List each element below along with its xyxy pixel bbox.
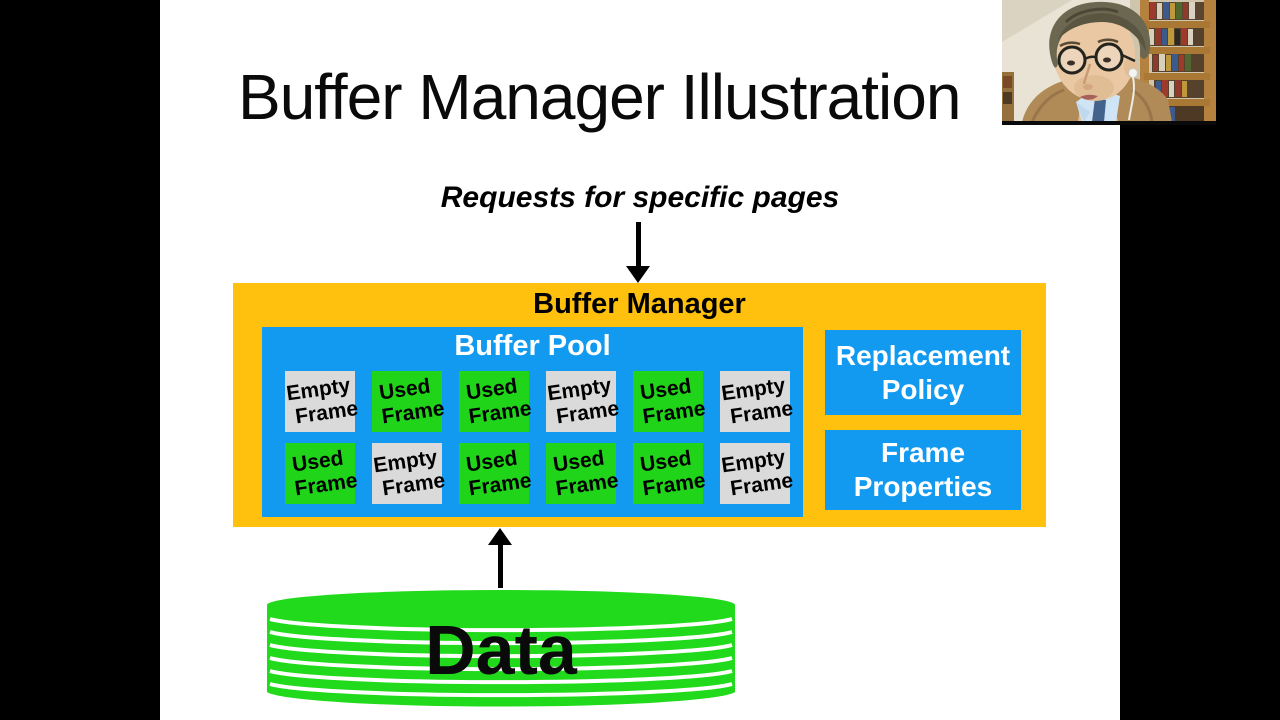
data-up-arrow — [488, 528, 512, 588]
arrow-head-down-icon — [626, 266, 650, 283]
arrow-shaft — [636, 222, 641, 268]
presentation-slide: Buffer Manager Illustration Requests for… — [160, 0, 1120, 720]
disk-stack-icon — [267, 590, 735, 707]
requests-caption: Requests for specific pages — [440, 181, 840, 214]
webcam-video — [1002, 0, 1216, 125]
slide-title: Buffer Manager Illustration — [238, 61, 961, 133]
buffer-pool-label: Buffer Pool — [454, 330, 611, 362]
arrow-shaft — [498, 543, 503, 588]
replacement-policy-box: Replacement Policy — [825, 330, 1021, 415]
arrow-head-up-icon — [488, 528, 512, 545]
buffer-manager-label: Buffer Manager — [533, 288, 746, 320]
data-disk-cylinder: Data — [265, 588, 737, 710]
frame-properties-box: Frame Properties — [825, 430, 1021, 510]
data-label: Data — [425, 611, 577, 689]
presenter-portrait — [1002, 0, 1216, 125]
requests-down-arrow — [626, 222, 650, 283]
